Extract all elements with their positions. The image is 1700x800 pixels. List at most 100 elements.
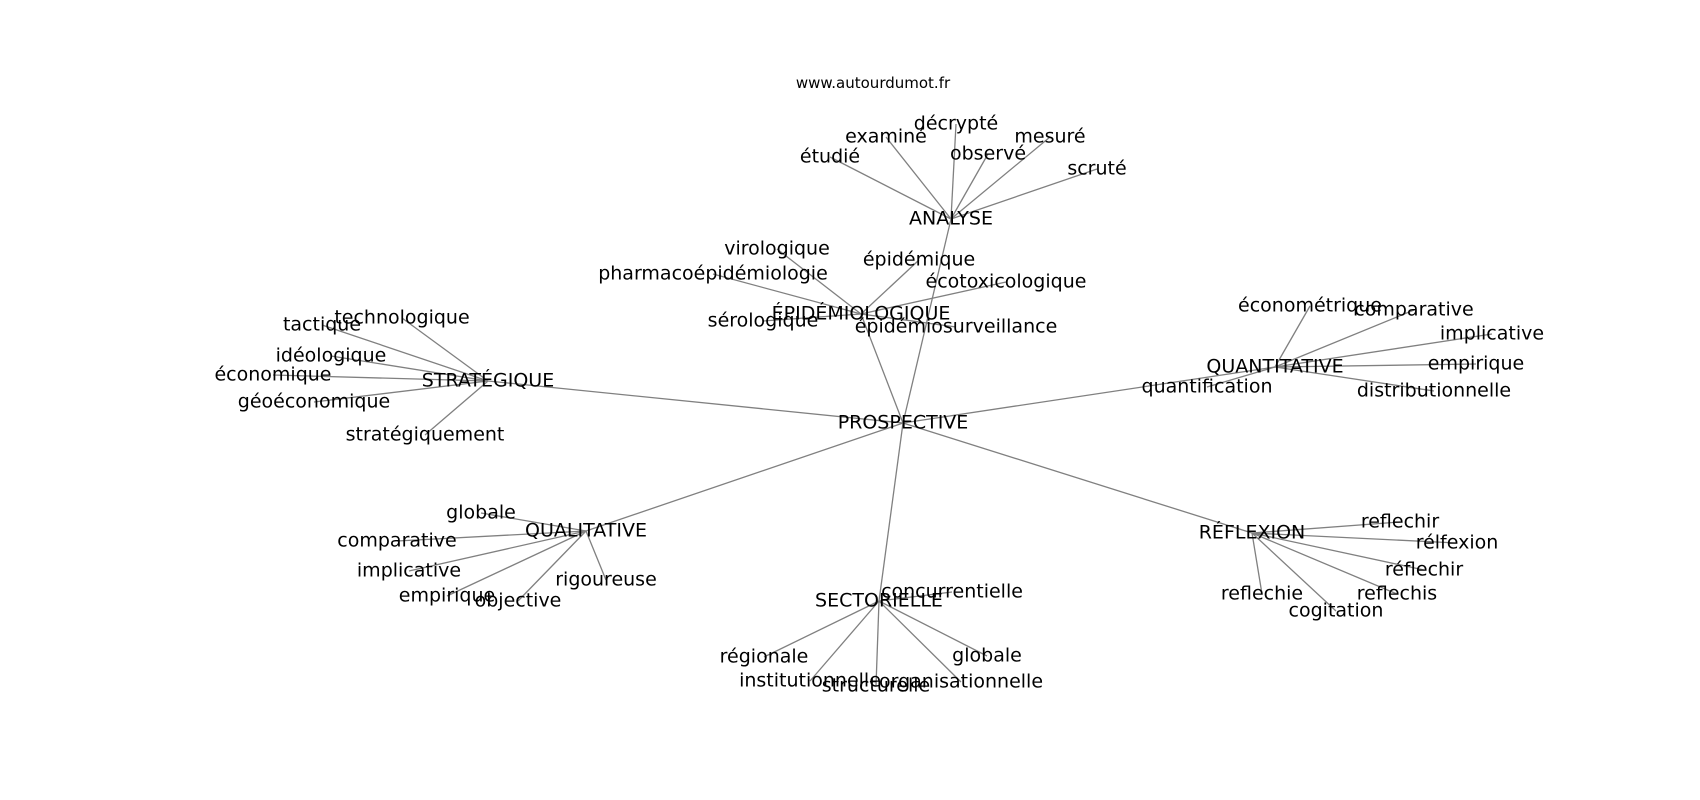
group-node[interactable]: RÉFLEXION (1199, 521, 1306, 544)
word-node[interactable]: tactique (283, 314, 361, 336)
edge-group-word (762, 313, 862, 322)
word-node[interactable]: réflechir (1385, 559, 1464, 581)
edge-group-word (585, 530, 607, 581)
edge-group-word (860, 313, 957, 328)
word-node[interactable]: cogitation (1289, 600, 1384, 622)
edge-group-word (950, 123, 957, 220)
edge-group-word (875, 600, 880, 687)
edge-group-word (1251, 521, 1401, 534)
word-node[interactable]: concurrentielle (881, 581, 1023, 603)
edge-center-group (902, 422, 1253, 534)
word-node[interactable]: globale (446, 502, 516, 524)
word-node[interactable]: virologique (724, 238, 830, 260)
word-node[interactable]: distributionnelle (1357, 380, 1511, 402)
word-node[interactable]: comparative (337, 530, 456, 552)
word-node[interactable]: empirique (399, 585, 495, 607)
edge-group-word (272, 374, 489, 382)
word-node[interactable]: économique (214, 364, 331, 386)
edge-group-word (330, 355, 489, 382)
edge-group-word (1274, 305, 1311, 368)
group-node[interactable]: QUALITATIVE (525, 520, 647, 542)
edge-group-word (1251, 532, 1398, 595)
edge-group-word (424, 380, 489, 436)
edge-group-word (950, 168, 1098, 220)
word-node[interactable]: stratégiquement (346, 424, 505, 446)
edge-group-word (763, 600, 880, 658)
edge-group-word (1274, 366, 1435, 392)
word-node[interactable]: examiné (845, 126, 927, 148)
word-node[interactable]: étudié (800, 146, 860, 168)
edge-group-word (950, 136, 1051, 220)
edge-group-word (1251, 532, 1337, 612)
word-node[interactable]: globale (952, 645, 1022, 667)
word-node[interactable]: géoéconomique (238, 391, 390, 413)
center-node[interactable]: PROSPECTIVE (838, 412, 969, 434)
edge-center-group (585, 422, 904, 532)
edge-group-word (950, 153, 989, 220)
edge-center-group (902, 218, 952, 424)
word-node[interactable]: sérologique (708, 310, 819, 332)
word-node[interactable]: économétrique (1238, 295, 1382, 317)
edge-center-group (860, 313, 904, 424)
word-node[interactable]: idéologique (276, 345, 387, 367)
edge-center-group (902, 366, 1276, 424)
word-node[interactable]: organisationnelle (879, 671, 1043, 693)
edge-center-group (487, 380, 904, 424)
word-node[interactable]: observé (950, 143, 1026, 165)
word-node[interactable]: décrypté (914, 113, 998, 135)
word-node[interactable]: reflechir (1361, 511, 1440, 533)
word-node[interactable]: implicative (357, 560, 461, 582)
group-node[interactable]: QUANTITATIVE (1206, 356, 1343, 378)
site-watermark: www.autourdumot.fr (796, 74, 951, 92)
word-node[interactable]: régionale (720, 646, 809, 668)
edge-group-word (878, 600, 962, 683)
word-node[interactable]: implicative (1440, 323, 1544, 345)
edge-group-word (321, 324, 489, 382)
edge-group-word (1274, 363, 1477, 368)
word-node[interactable]: pharmacoépidémiologie (598, 263, 828, 285)
word-node[interactable]: institutionnelle (739, 670, 881, 692)
word-node[interactable]: reflechis (1357, 583, 1437, 605)
edge-group-word (408, 530, 587, 572)
edge-group-word (878, 600, 988, 657)
word-node[interactable]: mesuré (1014, 126, 1085, 148)
edge-group-word (885, 136, 952, 220)
word-node[interactable]: structurelle (822, 675, 930, 697)
word-node[interactable]: épidémiosurveillance (855, 316, 1058, 338)
edge-group-word (878, 591, 953, 602)
word-node[interactable]: rigoureuse (555, 569, 657, 591)
edge-group-word (1274, 333, 1493, 368)
edge-group-word (712, 273, 862, 315)
edge-group-word (396, 530, 587, 542)
edge-group-word (480, 512, 587, 532)
edge-group-word (809, 600, 880, 682)
word-node[interactable]: quantification (1142, 376, 1273, 398)
word-node[interactable]: scruté (1067, 158, 1126, 180)
edge-group-word (1206, 366, 1276, 388)
word-node[interactable]: comparative (1354, 299, 1473, 321)
edge-group-word (860, 259, 920, 315)
word-node[interactable]: rélfexion (1416, 532, 1499, 554)
group-node[interactable]: SECTORIELLE (815, 590, 943, 612)
graph-edges (272, 123, 1493, 687)
group-node[interactable]: ANALYSE (909, 208, 993, 230)
edge-group-word (313, 380, 489, 403)
edge-group-word (1251, 532, 1425, 571)
edge-group-word (517, 530, 587, 602)
edge-group-word (1251, 532, 1458, 544)
edge-group-word (1274, 309, 1415, 368)
group-node[interactable]: ÉPIDÉMIOLOGIQUE (772, 302, 951, 325)
edge-group-word (829, 156, 952, 220)
edge-group-word (860, 281, 1007, 315)
edge-group-word (446, 530, 587, 597)
word-node[interactable]: technologique (334, 307, 469, 329)
word-node[interactable]: objective (475, 590, 562, 612)
word-node[interactable]: écotoxicologique (926, 271, 1087, 293)
word-node[interactable]: reflechie (1221, 583, 1303, 605)
word-node[interactable]: épidémique (863, 249, 975, 271)
word-node[interactable]: empirique (1428, 353, 1524, 375)
group-node[interactable]: STRATÉGIQUE (422, 369, 554, 392)
edge-center-group (878, 422, 904, 602)
